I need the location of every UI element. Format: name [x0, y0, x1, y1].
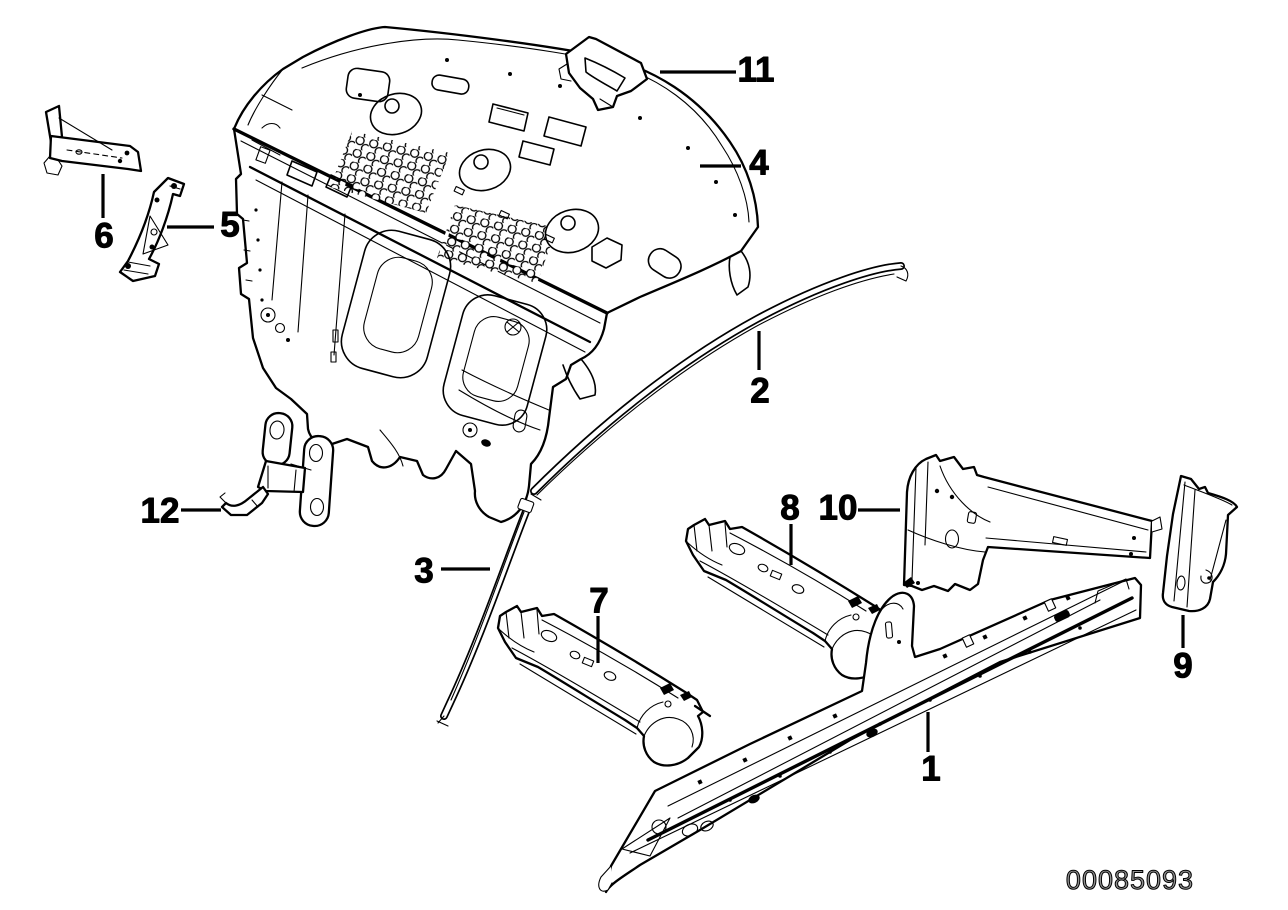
part-12-mounting-bracket: [219, 411, 335, 528]
callout-4[interactable]: 4: [749, 143, 770, 183]
part-4-partition-assembly: [232, 25, 760, 524]
part-2-frame-strip: [530, 262, 909, 501]
callout-5[interactable]: 5: [220, 205, 240, 245]
sill-weld-dots: [697, 595, 1082, 802]
bulkhead-details: [242, 122, 550, 467]
callout-2[interactable]: 2: [750, 371, 770, 411]
part-9-side-panel: [1161, 474, 1239, 613]
weld-dots: [358, 58, 737, 217]
shelf-recesses: [286, 67, 751, 400]
part-3-pillar-strip: [436, 497, 535, 727]
callout-10[interactable]: 10: [818, 488, 858, 528]
bulkhead-recesses: [340, 229, 548, 426]
part-6-bracket: [43, 104, 143, 176]
callout-8[interactable]: 8: [780, 488, 800, 528]
part-7-cross-member: [496, 604, 712, 767]
part-10-hinge-pillar: [902, 453, 1163, 593]
speaker-domes: [369, 92, 600, 254]
callout-1[interactable]: 1: [921, 749, 941, 789]
callout-9[interactable]: 9: [1173, 646, 1193, 686]
part-1-rocker-panel: [598, 576, 1143, 894]
perforation-field: [330, 131, 557, 283]
diagram-id-code: 00085093: [1066, 865, 1194, 895]
part-11-reinforcement-plate: [558, 35, 649, 112]
callout-6[interactable]: 6: [94, 216, 114, 256]
callout-11[interactable]: 11: [737, 50, 775, 90]
part-5-support-bracket: [118, 176, 186, 283]
callout-12[interactable]: 12: [140, 491, 180, 531]
callout-3[interactable]: 3: [414, 551, 434, 591]
callout-7[interactable]: 7: [589, 581, 609, 621]
